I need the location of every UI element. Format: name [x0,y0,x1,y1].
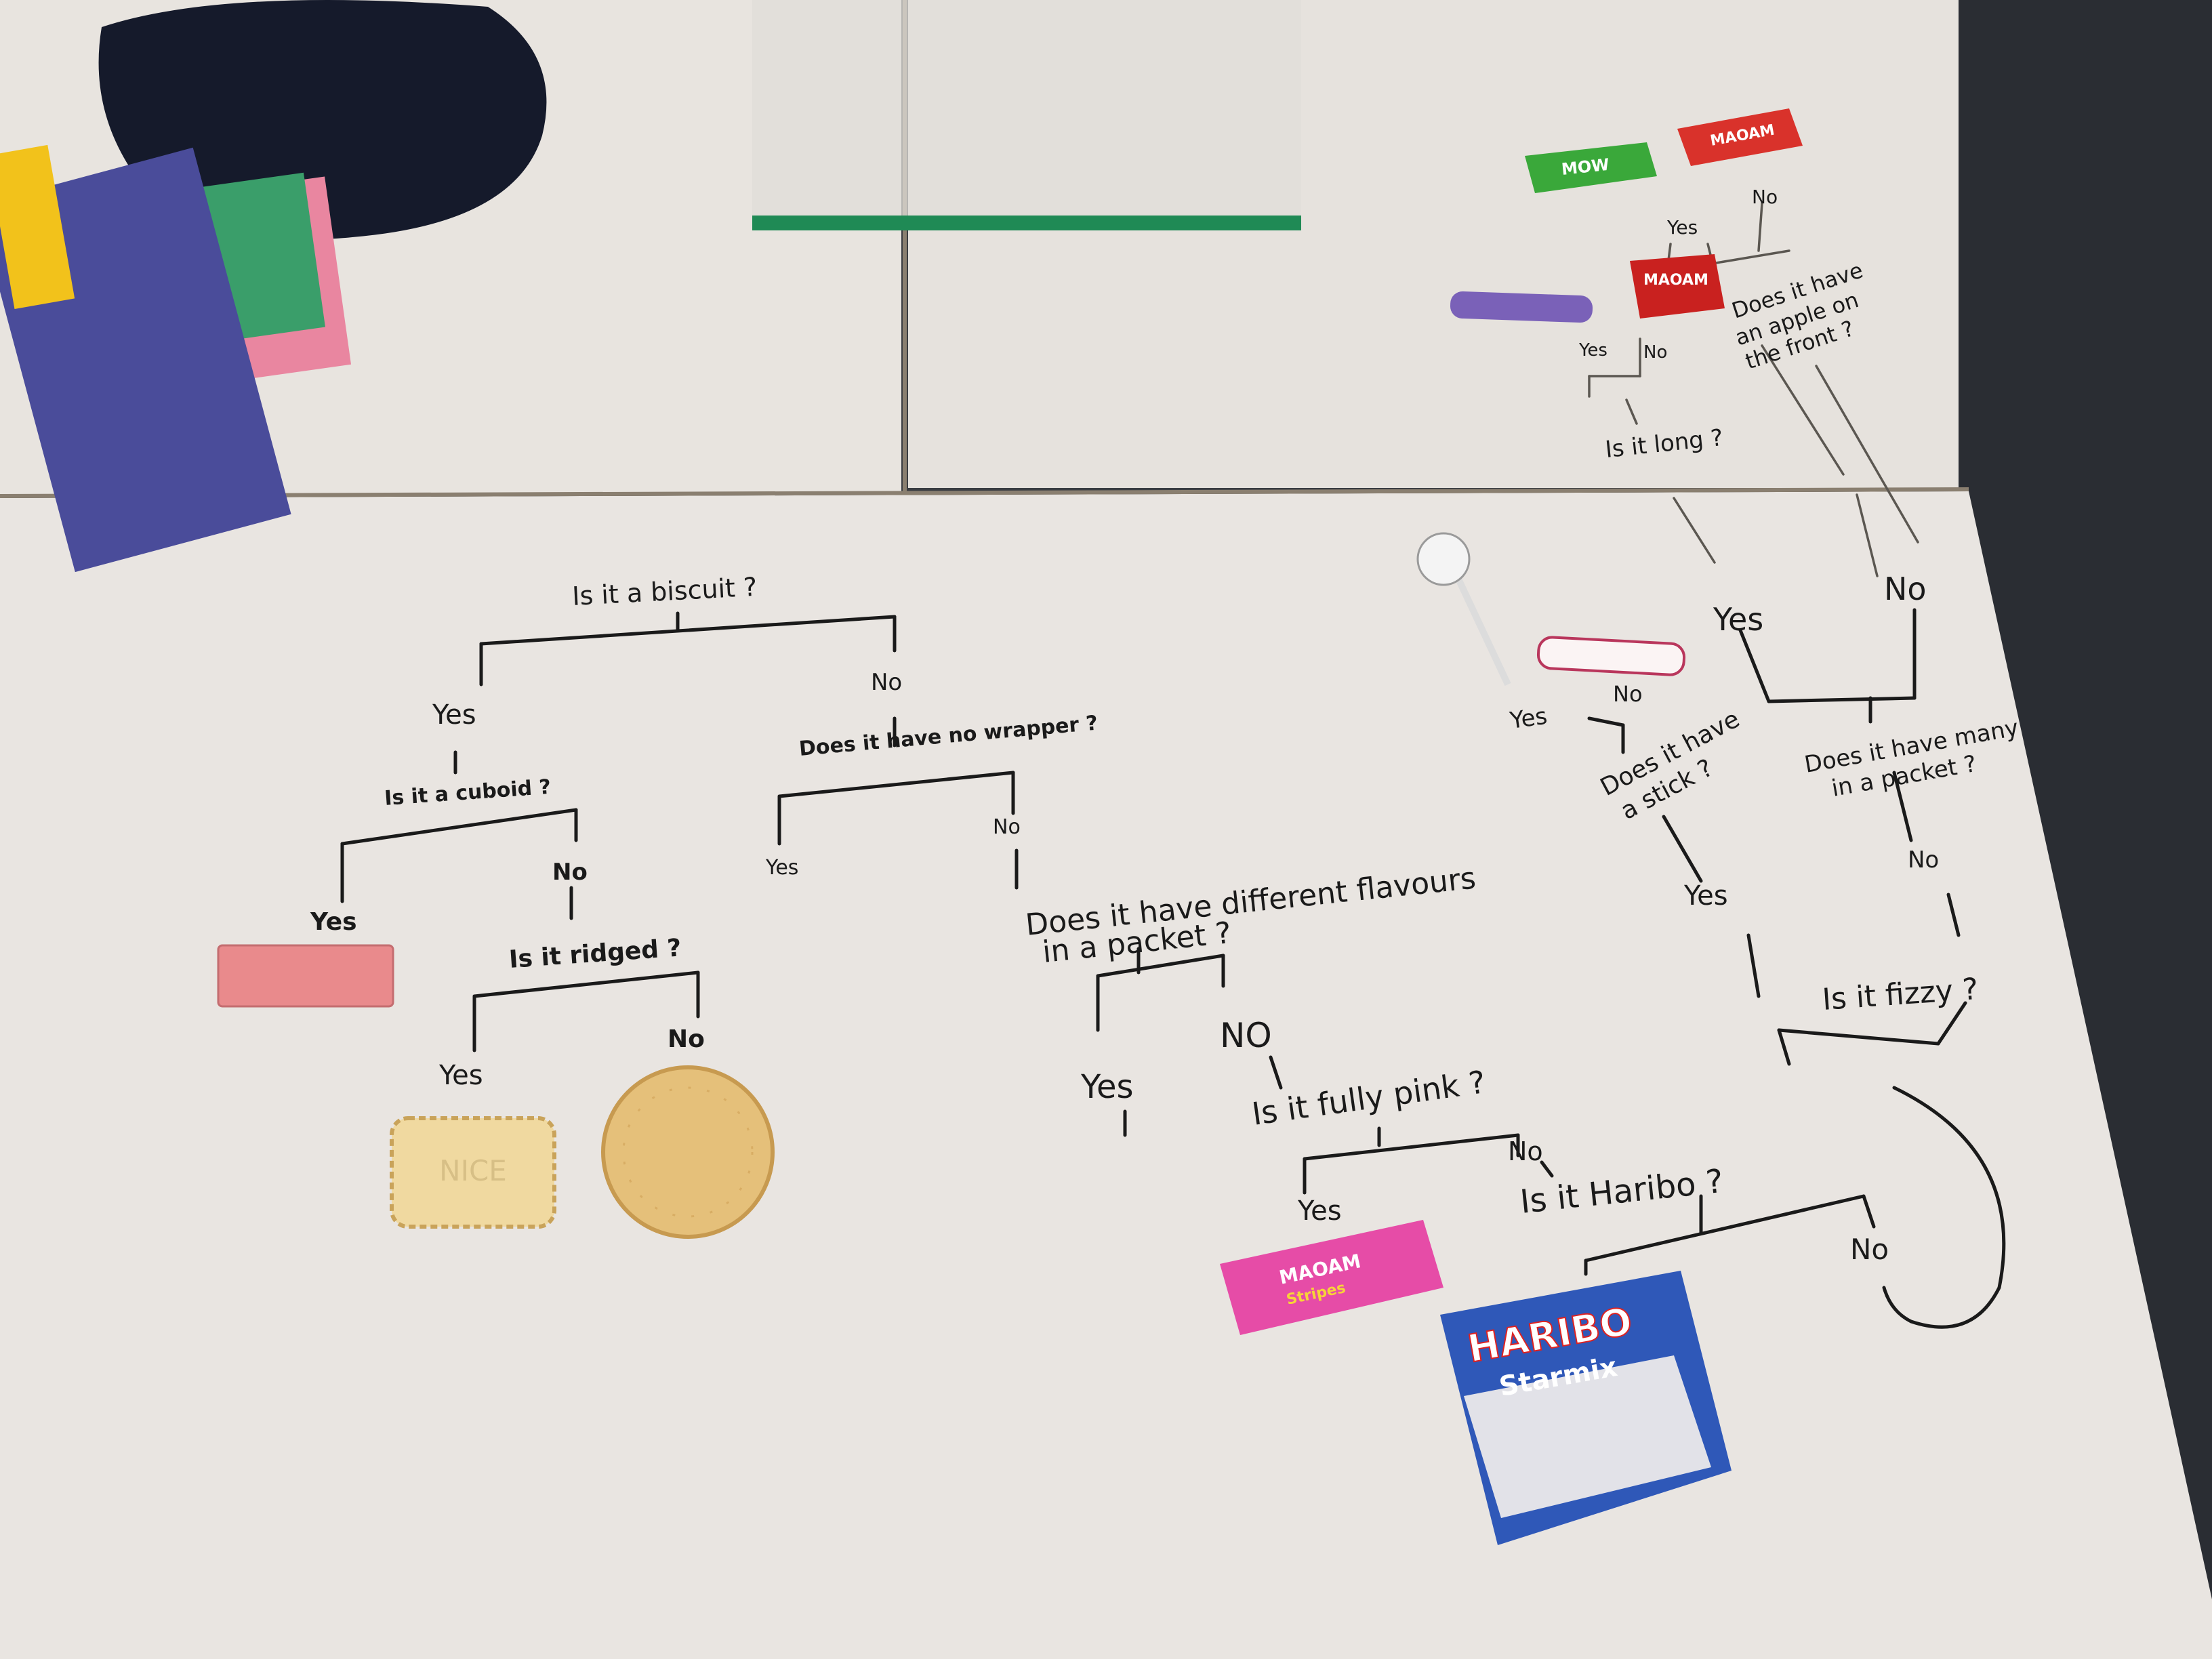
flavours-no-label: NO [1220,1016,1272,1055]
apple-yes-label: Yes [1666,216,1698,239]
nice-biscuit: NICE [390,1116,556,1229]
pink-yes-label: Yes [1297,1195,1342,1227]
long-yes-label: Yes [1578,340,1607,361]
right-yes-label: Yes [1713,601,1763,638]
cuboid-no-label: No [552,859,588,886]
pink-wafer-biscuit [217,944,394,1008]
right-no-label: No [1884,571,1927,607]
round-rich-tea-biscuit [601,1065,775,1239]
fizzy-chew-stick [1536,636,1686,676]
haribo-no-label: No [1850,1233,1889,1266]
yellow-bag [0,144,75,309]
ridged-yes-label: Yes [438,1060,483,1091]
apple-no-label: No [1752,186,1778,208]
starburst-green-sweet: MOW [1525,142,1657,193]
maoam-block: MAOAM [1630,254,1725,319]
long-no-label: No [1643,342,1667,363]
many-no-label: No [1908,846,1939,874]
nice-biscuit-text: NICE [439,1154,507,1187]
stick-yes-label: Yes [1508,703,1549,735]
plastic-wallet-strip [752,216,1301,230]
cuboid-yes-label: Yes [310,908,357,936]
biscuit-no-label: No [871,669,902,696]
table-seam-horizontal [0,487,1969,498]
flavours-yes-label: Yes [1080,1068,1133,1106]
pink-no-label: No [1508,1136,1543,1166]
haribo-starmix-bag: HARIBO Starmix [1440,1271,1732,1545]
biscuit-yes-label: Yes [432,699,476,731]
stick-no-label: No [1613,681,1643,707]
maoam-stripes-pink-sweet: MAOAM Stripes [1220,1220,1443,1335]
main-tree-lines [340,611,1876,1276]
stick-branch-yes-label: Yes [1683,880,1728,912]
plastic-wallet [752,0,1301,230]
right-tree-lines [1587,608,2006,1329]
maoam-red-sweet: MAOAM [1677,108,1803,166]
dark-jumper [98,0,547,240]
wrapper-no-label: No [993,815,1021,839]
maoam-block-brand: MAOAM [1643,272,1708,289]
purple-wrapped-sweet [1450,291,1593,323]
ridged-no-label: No [668,1025,705,1053]
wrapper-yes-label: Yes [765,856,798,880]
lollipop [1416,532,1511,687]
